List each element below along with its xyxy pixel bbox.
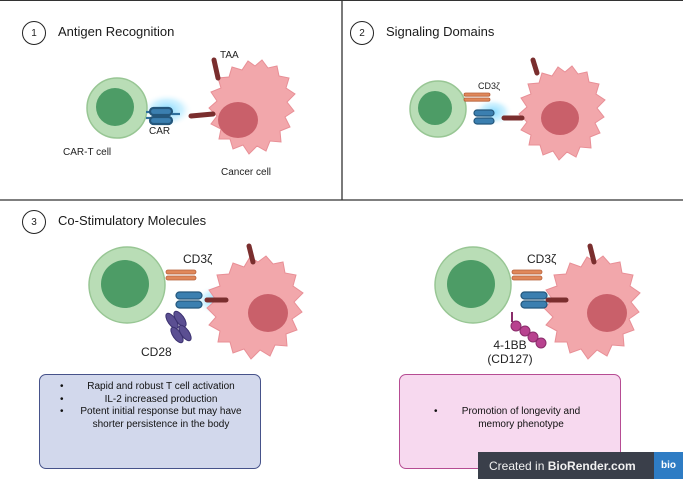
cd28-label: CD28 — [141, 345, 172, 359]
biorender-badge[interactable]: Created in BioRender.com bio — [478, 452, 683, 479]
cd3z-label-right: CD3ζ — [527, 252, 557, 266]
car-receptor-2 — [473, 109, 495, 125]
cd3z-domain-right — [511, 269, 543, 281]
four-1bb-point: Promotion of longevity and memory phenot… — [434, 406, 598, 431]
panel-2-title: Signaling Domains — [386, 24, 495, 39]
panel-3-number: 3 — [22, 210, 46, 234]
cd3z-domain-left — [165, 269, 197, 281]
cd3z-domain-small — [463, 92, 491, 102]
car-receptor — [146, 106, 180, 126]
cd3z-label-small: CD3ζ — [478, 81, 500, 91]
biorender-logo: bio — [654, 452, 683, 479]
car-t-cell-label: CAR-T cell — [63, 147, 112, 158]
panel-1-title: Antigen Recognition — [58, 24, 175, 39]
cd28-info-box: Rapid and robust T cell activation IL-2 … — [39, 374, 261, 469]
panel-2-illustration — [409, 57, 606, 161]
cd28-molecule — [165, 310, 192, 344]
taa-label: TAA — [220, 50, 239, 61]
cd127-label: (CD127) — [487, 352, 533, 366]
cancer-cell — [208, 59, 296, 155]
cd3z-label-left: CD3ζ — [183, 252, 213, 266]
cd28-point: Potent initial response but may have sho… — [60, 406, 252, 431]
car-receptor-3 — [175, 291, 203, 309]
panel-3-right-illustration — [434, 243, 641, 360]
car-label: CAR — [149, 126, 171, 137]
four-1bb-label: 4-1BB — [493, 338, 527, 352]
panel-3-title: Co-Stimulatory Molecules — [58, 213, 207, 228]
badge-text: Created in BioRender.com — [489, 458, 636, 473]
panel-2-number: 2 — [350, 21, 374, 45]
taa-antigen — [211, 57, 221, 81]
four-1bb-molecule — [510, 312, 547, 349]
panel-1-illustration — [86, 57, 296, 155]
cancer-nucleus — [218, 102, 258, 138]
cancer-cell-label: Cancer cell — [221, 167, 272, 178]
cd28-point: IL-2 increased production — [60, 394, 252, 407]
taa-antigen-bound — [188, 111, 216, 119]
cd28-point: Rapid and robust T cell activation — [60, 381, 252, 394]
car-receptor-4 — [520, 291, 548, 309]
panel-3-left-illustration — [88, 243, 304, 360]
panel-1-number: 1 — [22, 21, 46, 45]
car-t-nucleus — [96, 88, 134, 126]
